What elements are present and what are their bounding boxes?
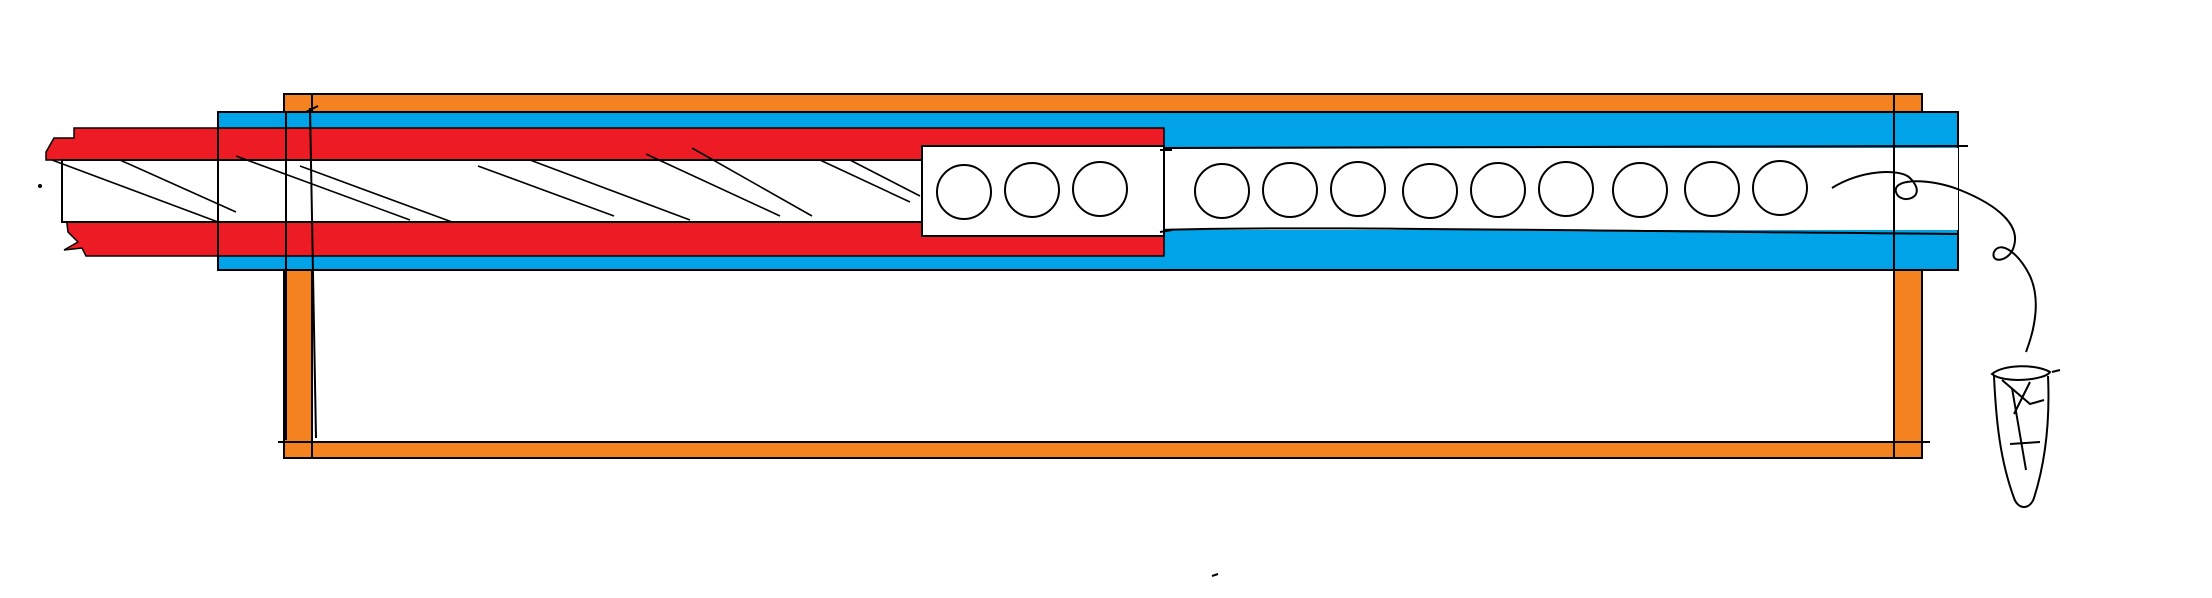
inner-bead xyxy=(1004,162,1060,218)
guide-lines xyxy=(217,105,319,440)
bore-hatching xyxy=(51,147,921,223)
outer-frame-top xyxy=(283,93,1923,113)
outer-bead xyxy=(1194,163,1250,219)
outer-tube-bore-edge xyxy=(1159,145,1969,235)
inner-bead xyxy=(1072,161,1128,217)
inner-bead xyxy=(936,164,992,220)
collection-tube xyxy=(1990,365,2061,508)
inner-tube xyxy=(45,127,1165,257)
outer-beads xyxy=(1194,160,1808,219)
outer-bead xyxy=(1330,161,1386,217)
inner-beads xyxy=(936,161,1128,220)
outer-bead xyxy=(1538,161,1594,217)
outer-bead xyxy=(1470,162,1526,218)
outer-bead xyxy=(1684,161,1740,217)
outer-bead xyxy=(1262,162,1318,218)
outer-bead xyxy=(1612,162,1668,218)
filament xyxy=(1831,171,2037,353)
outer-frame-bottom xyxy=(283,441,1923,459)
outer-bead xyxy=(1402,163,1458,219)
outer-bead xyxy=(1752,160,1808,216)
stray-marks xyxy=(38,149,1219,577)
